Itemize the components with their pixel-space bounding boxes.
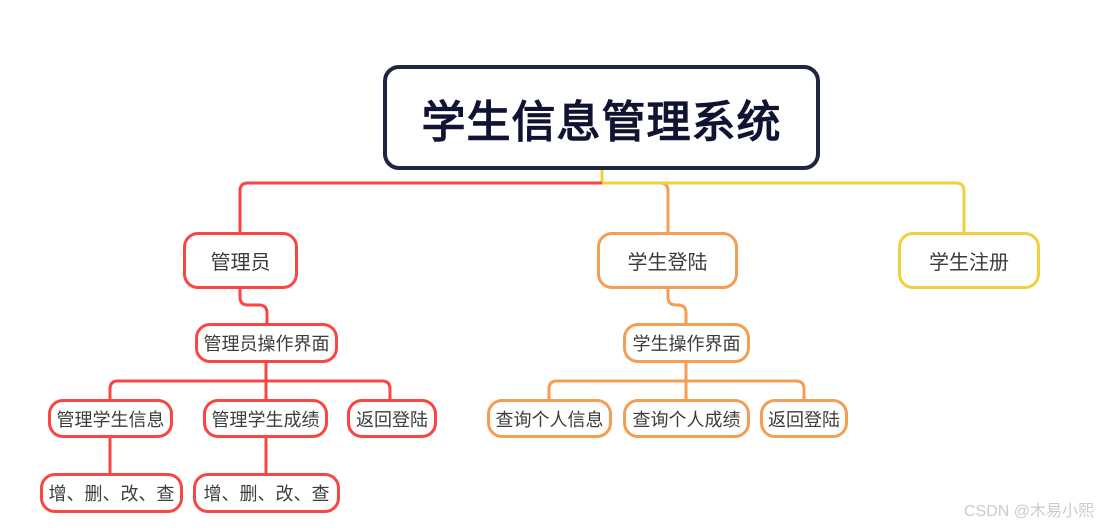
connector-admin [238,181,602,232]
node-query-personal-info-label: 查询个人信息 [495,409,604,430]
node-admin-label: 管理员 [210,252,271,274]
node-student-ui[interactable]: 学生操作界面 [623,323,750,363]
node-manage-student-score[interactable]: 管理学生成绩 [203,399,328,438]
connector-student-login-to-ui [666,289,688,323]
node-root-label: 学生信息管理系统 [421,97,782,147]
node-crud-info[interactable]: 增、删、改、查 [40,473,183,513]
connector-student-login [602,181,670,232]
node-manage-student-score-label: 管理学生成绩 [211,409,320,430]
connector-student-register [602,181,966,232]
node-student-login-label: 学生登陆 [627,252,708,274]
node-crud-info-label: 增、删、改、查 [48,484,175,504]
node-crud-score-label: 增、删、改、查 [203,484,330,504]
node-manage-student-info-label: 管理学生信息 [56,409,165,430]
node-student-ui-label: 学生操作界面 [632,334,741,354]
node-student-return-login-label: 返回登陆 [768,409,840,430]
node-crud-score[interactable]: 增、删、改、查 [193,473,340,513]
connector-admin-to-ui [238,289,269,323]
node-query-personal-score[interactable]: 查询个人成绩 [623,399,750,438]
node-query-personal-info[interactable]: 查询个人信息 [487,399,612,438]
connector-admin-children-bus [108,379,392,399]
node-admin-return-login-label: 返回登陆 [356,409,428,430]
node-admin-ui-label: 管理员操作界面 [203,334,330,354]
node-manage-student-info[interactable]: 管理学生信息 [48,399,173,438]
node-admin-ui[interactable]: 管理员操作界面 [195,323,338,363]
node-query-personal-score-label: 查询个人成绩 [632,409,741,430]
node-student-return-login[interactable]: 返回登陆 [760,399,848,438]
node-student-register[interactable]: 学生注册 [898,232,1040,289]
node-student-login[interactable]: 学生登陆 [597,232,738,289]
connector-student-children-bus [547,379,806,399]
node-root[interactable]: 学生信息管理系统 [383,65,820,170]
node-admin-return-login[interactable]: 返回登陆 [347,399,437,438]
node-admin[interactable]: 管理员 [183,232,298,289]
watermark: CSDN @木易小熙 [963,503,1094,520]
node-student-register-label: 学生注册 [929,252,1009,274]
